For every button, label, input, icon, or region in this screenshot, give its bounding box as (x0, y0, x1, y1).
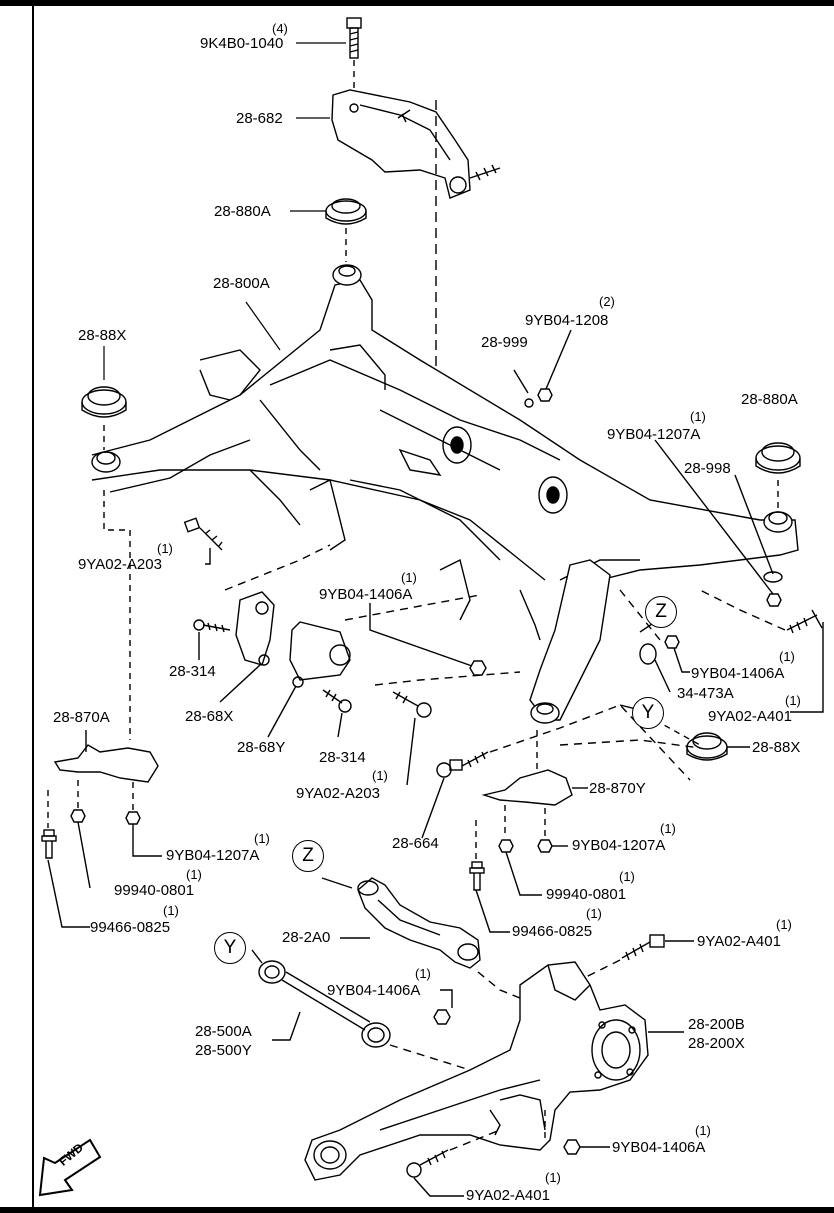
label-28-314-left[interactable]: 28-314 (169, 663, 216, 680)
qty-9ya02-a401-right: (1) (785, 693, 801, 708)
qty-bolt-top: (4) (272, 21, 288, 36)
qty-9ya02-a401-knuckle: (1) (776, 917, 792, 932)
label-28-998[interactable]: 28-998 (684, 460, 731, 477)
nut-icon (81, 386, 127, 418)
label-28-870a[interactable]: 28-870A (53, 709, 110, 726)
fwd-arrow-icon (38, 1138, 102, 1197)
qty-9yb04-1406a-arm: (1) (415, 966, 431, 981)
label-99466-0825-mid[interactable]: 99466-0825 (512, 923, 593, 940)
bolt-icon (183, 517, 223, 551)
top-border (0, 0, 834, 6)
label-28-88x-right[interactable]: 28-88X (752, 739, 801, 756)
qty-9ya02-a401-bottom: (1) (545, 1170, 561, 1185)
qty-99940-0801-left: (1) (186, 867, 202, 882)
label-9ya02-a401-bottom[interactable]: 9YA02-A401 (466, 1187, 550, 1204)
bolt-icon (193, 619, 231, 633)
label-9yb04-1208[interactable]: 9YB04-1208 (525, 312, 609, 329)
label-28-68y[interactable]: 28-68Y (237, 739, 286, 756)
label-28-200b[interactable]: 28-200B (688, 1016, 745, 1033)
bolt-icon (392, 691, 432, 718)
label-28-200x[interactable]: 28-200X (688, 1035, 745, 1052)
plate-870y-shape (481, 769, 573, 806)
label-9yb04-1207a-right[interactable]: 9YB04-1207A (607, 426, 701, 443)
bolt-icon (469, 861, 485, 891)
bolt-icon (406, 1149, 449, 1178)
qty-99940-0801-mid: (1) (619, 869, 635, 884)
label-9yb04-1406a-bottom[interactable]: 9YB04-1406A (612, 1139, 706, 1156)
bolt-icon (41, 829, 57, 859)
qty-9yb04-1208: (2) (599, 294, 615, 309)
label-9ya02-a203-left[interactable]: 9YA02-A203 (78, 556, 162, 573)
bottom-border (0, 1207, 834, 1213)
knuckle-shape (304, 961, 649, 1181)
label-28-682[interactable]: 28-682 (236, 110, 283, 127)
crossmember-shape (91, 264, 799, 724)
label-28-500y[interactable]: 28-500Y (195, 1042, 252, 1059)
callout-z-upper[interactable]: Z (645, 596, 677, 628)
qty-9yb04-1207a-mid: (1) (660, 821, 676, 836)
label-99940-0801-mid[interactable]: 99940-0801 (546, 886, 627, 903)
label-99940-0801-left[interactable]: 99940-0801 (114, 882, 195, 899)
callout-y-upper[interactable]: Y (632, 697, 664, 729)
callout-z-lower[interactable]: Z (292, 840, 324, 872)
qty-9yb04-1406a-right: (1) (779, 649, 795, 664)
label-9yb04-1207a-left[interactable]: 9YB04-1207A (166, 847, 260, 864)
qty-9ya02-a203-mid: (1) (372, 768, 388, 783)
label-28-68x[interactable]: 28-68X (185, 708, 234, 725)
bolt-icon (621, 934, 665, 961)
bracket-68x-shape (235, 591, 275, 666)
bolt-icon (346, 17, 362, 59)
lateral-link-shape (258, 960, 391, 1048)
label-9yb04-1406a-arm[interactable]: 9YB04-1406A (327, 982, 421, 999)
qty-9yb04-1207a-left: (1) (254, 831, 270, 846)
qty-9ya02-a203-left: (1) (157, 541, 173, 556)
label-28-2a0[interactable]: 28-2A0 (282, 929, 331, 946)
label-28-800a[interactable]: 28-800A (213, 275, 270, 292)
label-9ya02-a401-knuckle[interactable]: 9YA02-A401 (697, 933, 781, 950)
qty-99466-0825-left: (1) (163, 903, 179, 918)
label-28-88x-left[interactable]: 28-88X (78, 327, 127, 344)
bolt-icon (322, 689, 352, 713)
label-34-473a[interactable]: 34-473A (677, 685, 734, 702)
label-28-880a-right[interactable]: 28-880A (741, 391, 798, 408)
qty-9yb04-1406a-mid: (1) (401, 570, 417, 585)
plate-870a-shape (53, 744, 159, 783)
qty-99466-0825-mid: (1) (586, 906, 602, 921)
mount-bracket-shape (331, 89, 471, 199)
label-9yb04-1207a-mid[interactable]: 9YB04-1207A (572, 837, 666, 854)
bolt-icon (436, 751, 489, 778)
qty-9yb04-1207a-right: (1) (690, 409, 706, 424)
bracket-68y-shape (289, 621, 351, 681)
label-28-664[interactable]: 28-664 (392, 835, 439, 852)
label-9k4b0-1040[interactable]: 9K4B0-1040 (200, 35, 284, 52)
label-9ya02-a203-mid[interactable]: 9YA02-A203 (296, 785, 380, 802)
label-28-880a-top[interactable]: 28-880A (214, 203, 271, 220)
qty-9yb04-1406a-bottom: (1) (695, 1123, 711, 1138)
label-9ya02-a401-right[interactable]: 9YA02-A401 (708, 708, 792, 725)
label-9yb04-1406a-right[interactable]: 9YB04-1406A (691, 665, 785, 682)
callout-y-lower[interactable]: Y (214, 932, 246, 964)
bolt-icon (786, 609, 823, 634)
label-28-314-mid[interactable]: 28-314 (319, 749, 366, 766)
label-9yb04-1406a-mid[interactable]: 9YB04-1406A (319, 586, 413, 603)
upper-arm-shape (357, 877, 481, 969)
label-28-999[interactable]: 28-999 (481, 334, 528, 351)
label-28-500a[interactable]: 28-500A (195, 1023, 252, 1040)
label-28-870y[interactable]: 28-870Y (589, 780, 646, 797)
label-99466-0825-left[interactable]: 99466-0825 (90, 919, 171, 936)
